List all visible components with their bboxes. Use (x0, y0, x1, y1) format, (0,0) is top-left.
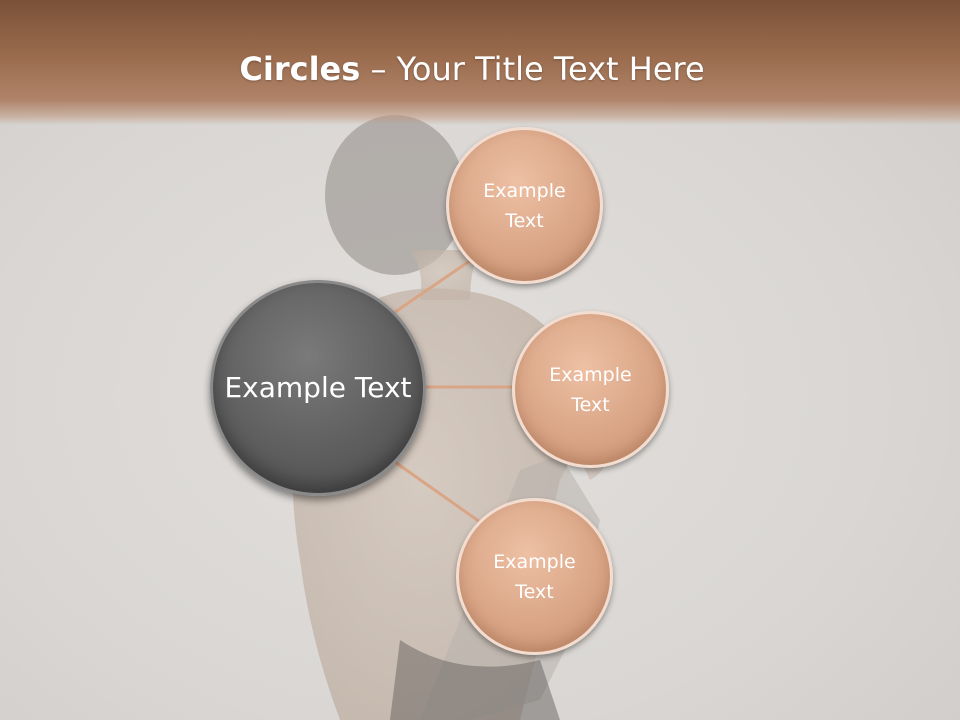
connector-bottom (394, 460, 481, 524)
node-label: Example Text (549, 363, 632, 416)
node-circle-bottom: Example Text (456, 498, 613, 655)
center-circle-label: Example Text (224, 371, 412, 404)
node-circle-top: Example Text (446, 127, 603, 284)
title-bold: Circles (239, 50, 361, 88)
connector-top (394, 256, 475, 314)
title-rest: – Your Title Text Here (360, 50, 705, 88)
node-label: Example Text (483, 179, 566, 232)
title-bar (0, 0, 960, 125)
center-circle: Example Text (210, 280, 426, 496)
slide-title: Circles – Your Title Text Here (0, 50, 944, 88)
node-circle-middle: Example Text (512, 311, 669, 468)
node-label: Example Text (493, 550, 576, 603)
